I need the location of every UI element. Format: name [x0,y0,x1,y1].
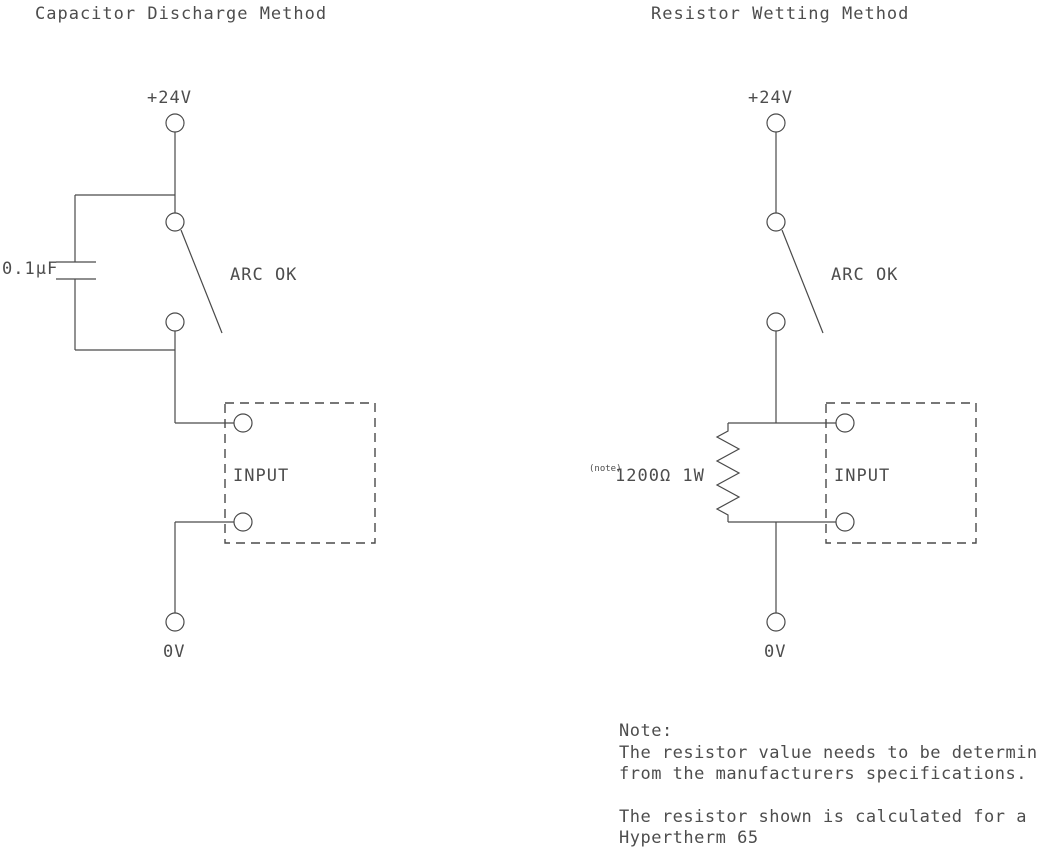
input-terminal-circle [835,512,855,532]
terminal-circle [766,612,786,632]
left-diagram-title: Capacitor Discharge Method [35,4,327,24]
resistor-icon [715,423,741,522]
note-line: from the manufacturers specifications. [619,764,1027,784]
capacitor-discharge-diagram: Capacitor Discharge Method +24V ARC OK 0… [2,4,376,662]
left-arc-ok-label: ARC OK [230,265,297,285]
note-line: The resistor value needs to be determine… [619,742,1038,763]
capacitor-value-label: 0.1µF [2,259,58,279]
note-heading: Note: [619,721,673,741]
note-line: The resistor shown is calculated for a [619,806,1027,827]
input-box [825,402,977,544]
note-spacer [619,786,1038,807]
right-diagram-title: Resistor Wetting Method [651,4,909,24]
input-terminal-circle [233,413,253,433]
terminal-circle [165,612,185,632]
switch-terminal-circle [766,212,786,232]
resistor-wetting-diagram: Resistor Wetting Method +24V ARC OK (not… [589,4,977,662]
terminal-circle [165,113,185,133]
right-ground-label: 0V [764,642,786,662]
left-supply-label: +24V [147,88,192,108]
left-ground-label: 0V [163,642,185,662]
right-supply-label: +24V [748,88,793,108]
switch-blade [781,229,824,334]
switch-terminal-circle [165,212,185,232]
input-box [224,402,376,544]
note-line: Hypertherm 65 [619,828,759,848]
input-terminal-circle [835,413,855,433]
switch-terminal-circle [165,312,185,332]
right-input-label: INPUT [834,466,890,486]
capacitor-icon [56,261,96,280]
resistor-note-ref-label: (note) [589,464,622,474]
left-input-label: INPUT [233,466,289,486]
right-arc-ok-label: ARC OK [831,265,898,285]
switch-terminal-circle [766,312,786,332]
note-block: Note: The resistor value needs to be det… [619,721,1038,850]
terminal-circle [766,113,786,133]
switch-blade [180,229,223,334]
resistor-value-label: 1200Ω 1W [615,466,705,486]
input-terminal-circle [233,512,253,532]
